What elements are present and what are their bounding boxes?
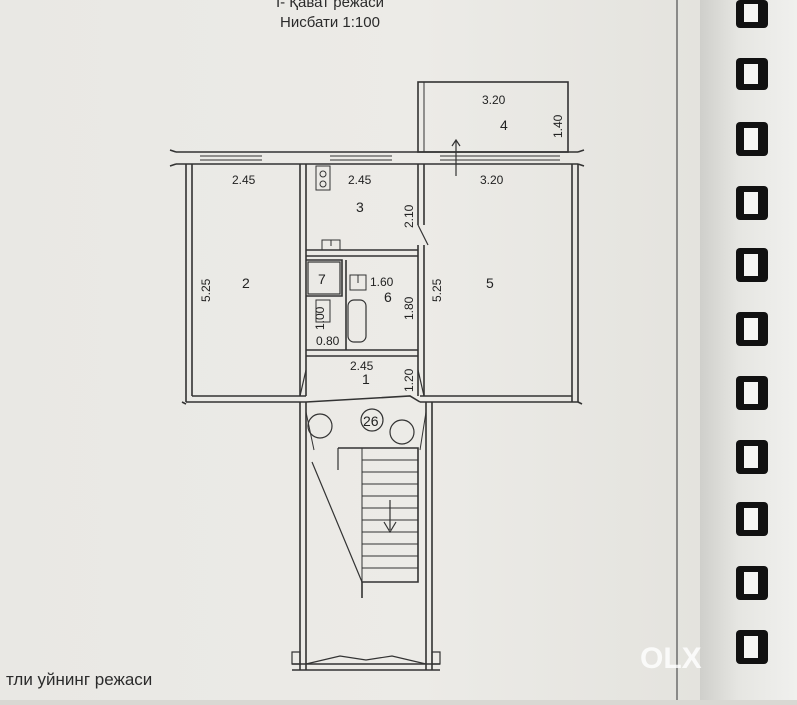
paper-edge: [676, 0, 678, 700]
dim-room3-width: 2.45: [348, 173, 372, 187]
dim-room7-width: 0.80: [316, 334, 340, 348]
plan-caption: тли уйнинг режаси: [6, 670, 153, 689]
room-6-number: 6: [384, 289, 392, 305]
dim-room1-height: 1.20: [402, 368, 416, 392]
dim-room7-height: 1.00: [313, 306, 327, 330]
dim-room4-height: 1.40: [551, 114, 565, 138]
apartment-number: 26: [363, 413, 379, 429]
room-7-number: 7: [318, 271, 326, 287]
dim-room5-height: 5.25: [430, 278, 444, 302]
binding-rings: [736, 0, 768, 664]
dim-room5-width: 3.20: [480, 173, 504, 187]
room-2-number: 2: [242, 275, 250, 291]
floor-plan-title: I- Қават режаси: [275, 0, 385, 11]
dim-room2-width: 2.45: [232, 173, 256, 187]
dim-room6-height: 1.80: [402, 296, 416, 320]
olx-watermark: OLX: [640, 642, 702, 675]
room-5-number: 5: [486, 275, 494, 291]
dim-room1-width: 2.45: [350, 359, 374, 373]
dim-room4-width: 3.20: [482, 93, 506, 107]
room-1-number: 1: [362, 371, 370, 387]
dim-room3-height: 2.10: [402, 204, 416, 228]
dim-room2-height: 5.25: [199, 278, 213, 302]
scale-label: Нисбати 1:100: [280, 14, 380, 31]
room-3-number: 3: [356, 199, 364, 215]
spiral-binding: [700, 0, 797, 700]
room-4-number: 4: [500, 117, 508, 133]
dim-room6-width: 1.60: [370, 275, 394, 289]
floor-plan: 2 3 4 5 6 7 1 26 2.45 2.45 3.20 3.20 1.6…: [169, 81, 585, 671]
